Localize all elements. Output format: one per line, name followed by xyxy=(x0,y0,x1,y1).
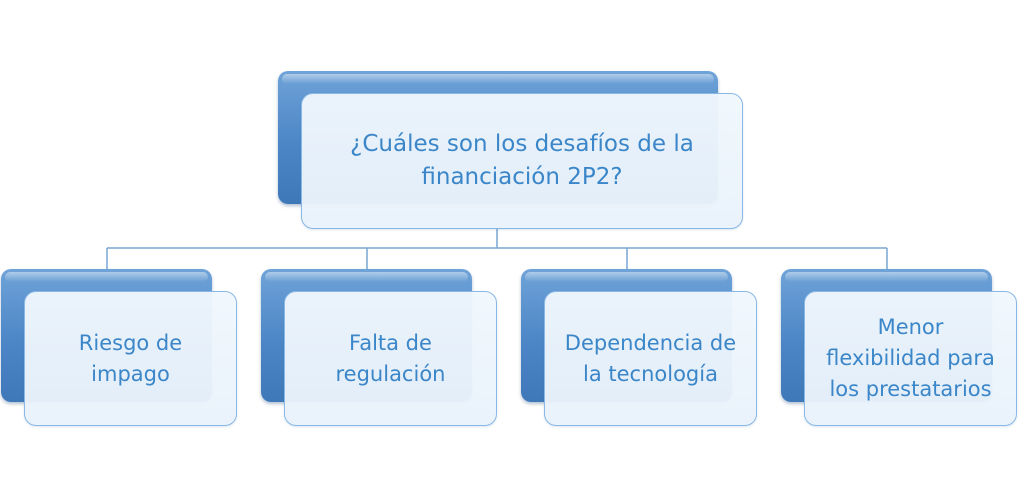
child-node-2-front: Falta de regulación xyxy=(284,291,497,426)
root-node-front: ¿Cuáles son los desafíos de la financiac… xyxy=(301,93,743,229)
child-node-3-label: Dependencia de la tecnología xyxy=(564,330,737,386)
child-node-4-label: Menor flexibilidad para los prestatarios xyxy=(826,315,995,401)
child-node-1-front: Riesgo de impago xyxy=(24,291,237,426)
child-node-3-front: Dependencia de la tecnología xyxy=(544,291,757,426)
child-node-4-front: Menor flexibilidad para los prestatarios xyxy=(804,291,1017,426)
root-node: ¿Cuáles son los desafíos de la financiac… xyxy=(278,71,744,229)
child-node-1: Riesgo de impago xyxy=(1,269,238,427)
child-node-1-label: Riesgo de impago xyxy=(78,330,183,386)
child-node-2-label: Falta de regulación xyxy=(335,330,446,386)
root-node-label: ¿Cuáles son los desafíos de la financiac… xyxy=(350,131,694,190)
child-node-2: Falta de regulación xyxy=(261,269,498,427)
child-node-4: Menor flexibilidad para los prestatarios xyxy=(781,269,1018,427)
child-node-3: Dependencia de la tecnología xyxy=(521,269,758,427)
